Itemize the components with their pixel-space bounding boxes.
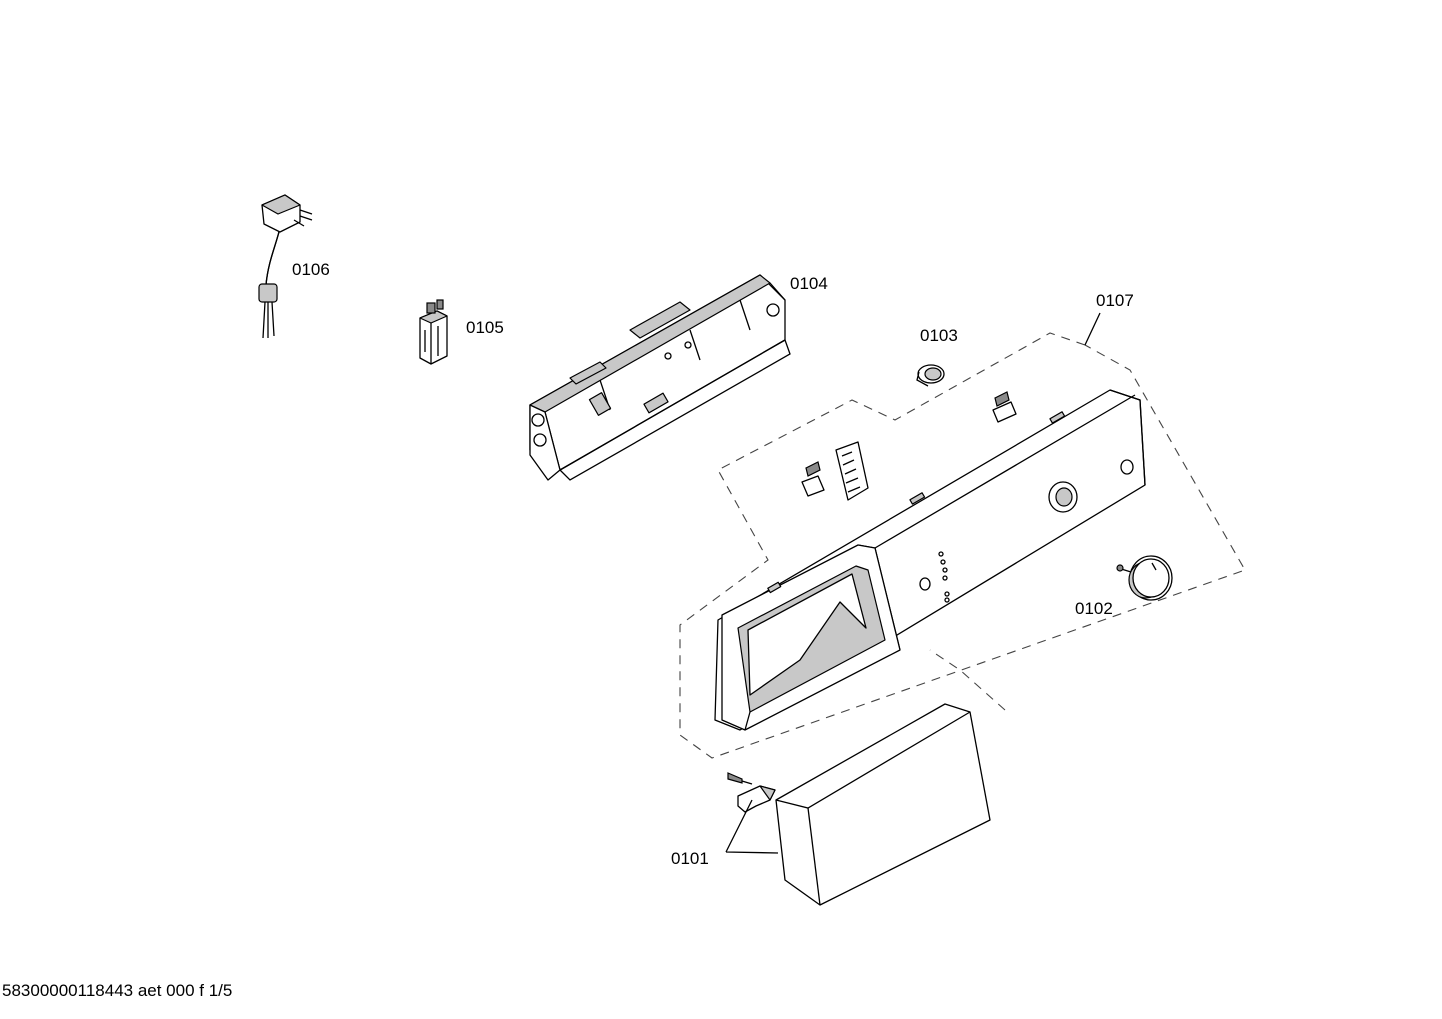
part-label-0101: 0101 xyxy=(671,849,709,868)
drawer-front xyxy=(775,703,991,906)
light-pipe-right xyxy=(992,391,1017,423)
light-pipe-left xyxy=(801,461,825,497)
assembly-inner-outline xyxy=(929,649,1006,711)
leader-line-0101 xyxy=(725,799,779,854)
knob-insert xyxy=(916,364,945,387)
part-label-0106: 0106 xyxy=(292,260,330,279)
leader-line-0107 xyxy=(1084,312,1101,346)
program-knob xyxy=(1116,555,1173,601)
electronic-module-housing xyxy=(529,274,791,481)
part-label-0102: 0102 xyxy=(1075,599,1113,618)
part-label-0107: 0107 xyxy=(1096,291,1134,310)
screw-and-clip xyxy=(727,772,776,813)
part-label-0105: 0105 xyxy=(466,318,504,337)
power-cord-plug xyxy=(258,194,313,339)
part-label-0103: 0103 xyxy=(920,326,958,345)
assembly-outline-0107 xyxy=(679,332,1246,759)
control-panel-fascia xyxy=(714,389,1146,731)
part-label-0104: 0104 xyxy=(790,274,828,293)
connector-part xyxy=(419,299,448,365)
led-carrier-comb xyxy=(835,441,869,501)
document-reference-footer: 58300000118443 aet 000 f 1/5 xyxy=(2,981,233,1000)
